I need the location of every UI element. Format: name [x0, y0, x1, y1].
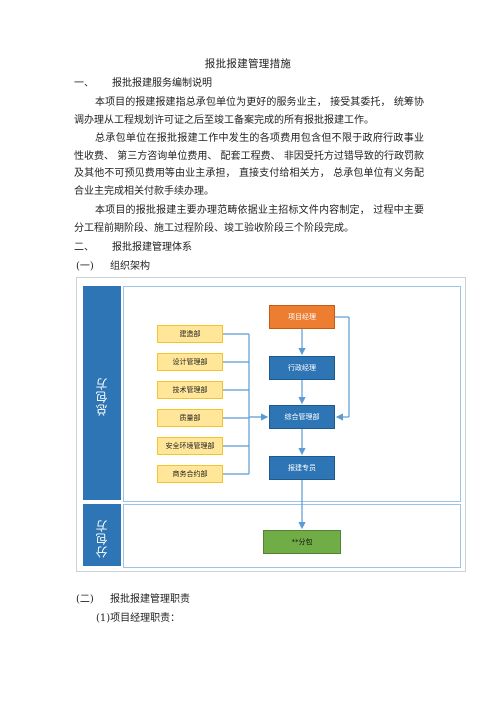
subsection-1-heading: (一) 组织架构 — [76, 257, 150, 272]
subsection-2-heading: (二) 报批报建管理职责 — [76, 590, 190, 605]
item-1-heading: (1)项目经理职责： — [96, 613, 181, 624]
dept-quality: 质量部 — [157, 409, 223, 427]
general-contractor-band — [83, 286, 121, 500]
section-1-number: 一、 — [74, 78, 94, 89]
dept-construction: 建造部 — [157, 325, 223, 343]
paragraph-1: 本项目的报建报建指总承包单位为更好的服务业主， 接受其委托， 统筹协调办理从工程… — [74, 97, 424, 126]
admin-manager-box: 行政经理 — [269, 356, 335, 380]
subsection-2-title: 报批报建管理职责 — [110, 594, 190, 605]
subsection-1-number: (一) — [76, 261, 94, 272]
dept-safety-environment: 安全环境管理部 — [157, 437, 223, 455]
paragraph-3: 本项目的报批报建主要办理范畴依据业主招标文件内容制定， 过程中主要分工程前期阶段… — [74, 205, 424, 234]
section-1-heading: 一、 报批报建服务编制说明 — [74, 74, 212, 89]
dept-design: 设计管理部 — [157, 353, 223, 371]
paragraph-2: 总承包单位在报批报建工作中发生的各项费用包含但不限于政府行政事业性收费、 第三方… — [74, 133, 424, 197]
integrated-management-box: 综合管理部 — [269, 405, 335, 429]
subcontractor-band — [83, 504, 121, 566]
org-chart: 总包方 分包方 建造部 设计管理部 技术管理部 质量部 安全环境管理部 商务合约… — [76, 277, 466, 572]
section-2-heading: 二、 报批报建管理体系 — [74, 238, 192, 253]
subsection-2-number: (二) — [76, 594, 94, 605]
section-1-title: 报批报建服务编制说明 — [112, 78, 212, 89]
section-2-number: 二、 — [74, 242, 94, 253]
subcontract-box: **分包 — [263, 530, 341, 554]
subsection-1-title: 组织架构 — [110, 261, 150, 272]
org-chart-connectors — [223, 316, 350, 530]
document-title: 报批报建管理措施 — [204, 58, 292, 70]
permit-specialist-box: 报建专员 — [269, 456, 335, 480]
section-2-title: 报批报建管理体系 — [112, 242, 192, 253]
dept-technical: 技术管理部 — [157, 381, 223, 399]
project-manager-box: 项目经理 — [269, 305, 335, 329]
dept-commercial: 商务合约部 — [157, 465, 223, 483]
